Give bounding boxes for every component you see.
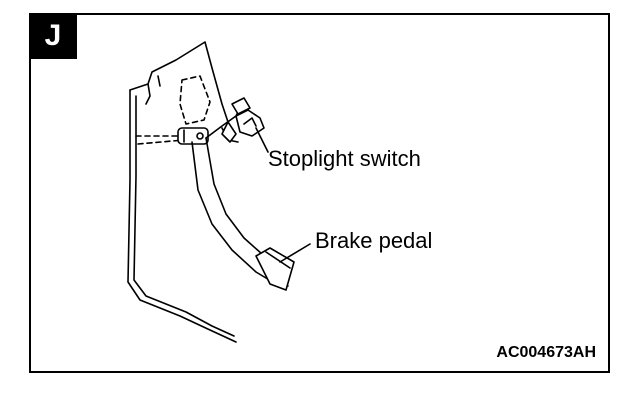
stoplight-switch-label: Stoplight switch bbox=[268, 146, 421, 171]
hidden-outline bbox=[179, 75, 211, 125]
view-letter-badge: J bbox=[29, 13, 77, 59]
leader-stoplight bbox=[255, 127, 269, 153]
figure-code: AC004673AH bbox=[496, 344, 596, 361]
leader-brake bbox=[279, 243, 311, 263]
figure-frame bbox=[29, 13, 610, 373]
stoplight-switch bbox=[235, 109, 265, 137]
pedal-bracket bbox=[129, 41, 229, 123]
pedal-pad bbox=[255, 247, 295, 291]
firewall-panel bbox=[127, 89, 237, 343]
brake-pedal-label: Brake pedal bbox=[315, 228, 433, 253]
